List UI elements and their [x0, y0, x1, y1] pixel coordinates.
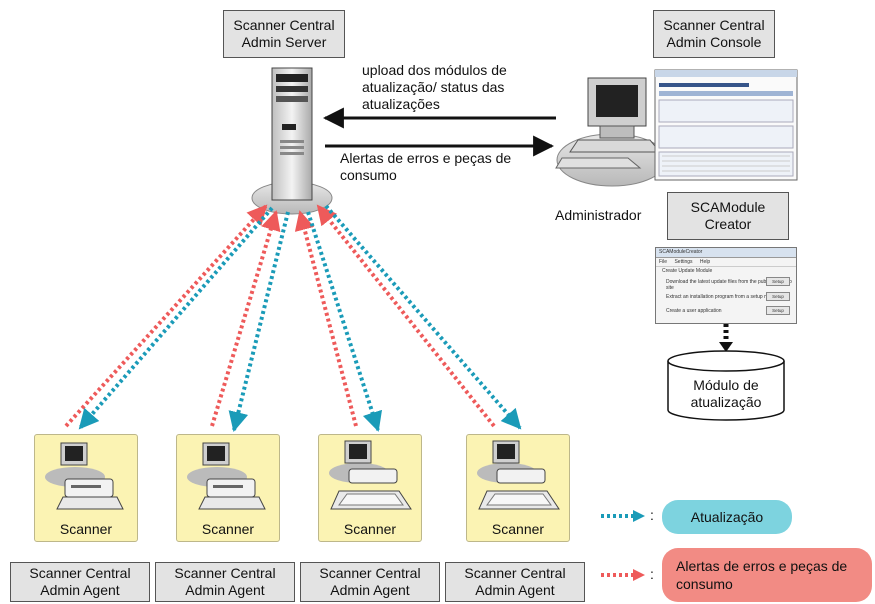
scanner-label: Scanner	[343, 521, 397, 537]
creator-window: SCAModuleCreator File Settings Help Crea…	[655, 247, 797, 324]
console-title-box: Scanner Central Admin Console	[653, 10, 775, 58]
update-link-2	[228, 211, 290, 432]
scanner-card: Scanner	[466, 434, 570, 542]
creator-window-menu: File Settings Help	[656, 258, 796, 267]
update-link-1	[78, 206, 274, 430]
alert-link-3	[294, 210, 358, 427]
module-cylinder	[667, 350, 785, 421]
scanner-pc-icon	[45, 442, 124, 510]
menu-help[interactable]: Help	[699, 259, 711, 265]
scanner-label: Scanner	[201, 521, 255, 537]
menu-file[interactable]: File	[659, 259, 668, 265]
update-link-4	[324, 204, 522, 430]
setup-button[interactable]: Setup	[766, 292, 790, 301]
agent-box: Scanner Central Admin Agent	[10, 562, 150, 602]
menu-settings[interactable]: Settings	[674, 259, 693, 265]
creator-row-text: Download the latest update files from th…	[666, 279, 792, 291]
legend-update-colon: :	[650, 507, 654, 523]
legend-update-pill: Atualização	[662, 500, 792, 534]
agent-box: Scanner Central Admin Agent	[155, 562, 295, 602]
console-computer-icon	[555, 77, 662, 169]
alert-link-4	[316, 204, 496, 428]
administrator-label: Administrador	[555, 207, 642, 223]
upload-label: upload dos módulos de atualização/ statu…	[362, 62, 507, 112]
module-label: Módulo de atualização	[690, 377, 762, 410]
creator-to-module-arrow	[719, 324, 733, 352]
setup-button[interactable]: Setup	[766, 306, 790, 315]
scanner-flatbed-icon	[329, 440, 412, 510]
scanner-card: Scanner	[34, 434, 138, 542]
alerts-label: Alertas de erros e peças de consumo	[340, 150, 512, 183]
creator-title-box: SCAModule Creator	[667, 192, 789, 240]
alert-link-2	[210, 210, 281, 427]
creator-row-text: Create a user application	[666, 308, 722, 314]
legend-update-arrow	[601, 510, 645, 522]
agent-box: Scanner Central Admin Agent	[300, 562, 440, 602]
creator-window-heading: Create Update Module	[662, 268, 713, 274]
scanner-card: Scanner	[318, 434, 422, 542]
alert-link-1	[64, 204, 268, 428]
creator-window-title: SCAModuleCreator	[656, 248, 796, 258]
agent-box: Scanner Central Admin Agent	[445, 562, 585, 602]
alert-links	[64, 204, 496, 428]
scanner-flatbed-icon	[477, 440, 560, 510]
setup-button[interactable]: Setup	[766, 277, 790, 286]
legend-alerts-arrow	[601, 569, 645, 581]
scanner-card: Scanner	[176, 434, 280, 542]
scanner-label: Scanner	[59, 521, 113, 537]
server-tower-icon	[271, 67, 313, 201]
update-links	[78, 204, 522, 432]
server-title-box: Scanner Central Admin Server	[223, 10, 345, 58]
scanner-label: Scanner	[491, 521, 545, 537]
scanner-pc-icon	[187, 442, 266, 510]
legend-alerts-pill: Alertas de erros e peças de consumo	[662, 548, 872, 602]
update-link-3	[306, 211, 383, 432]
admin-console-screenshot	[654, 69, 798, 181]
creator-row-text: Extract an installation program from a s…	[666, 294, 778, 300]
legend-alerts-colon: :	[650, 566, 654, 582]
